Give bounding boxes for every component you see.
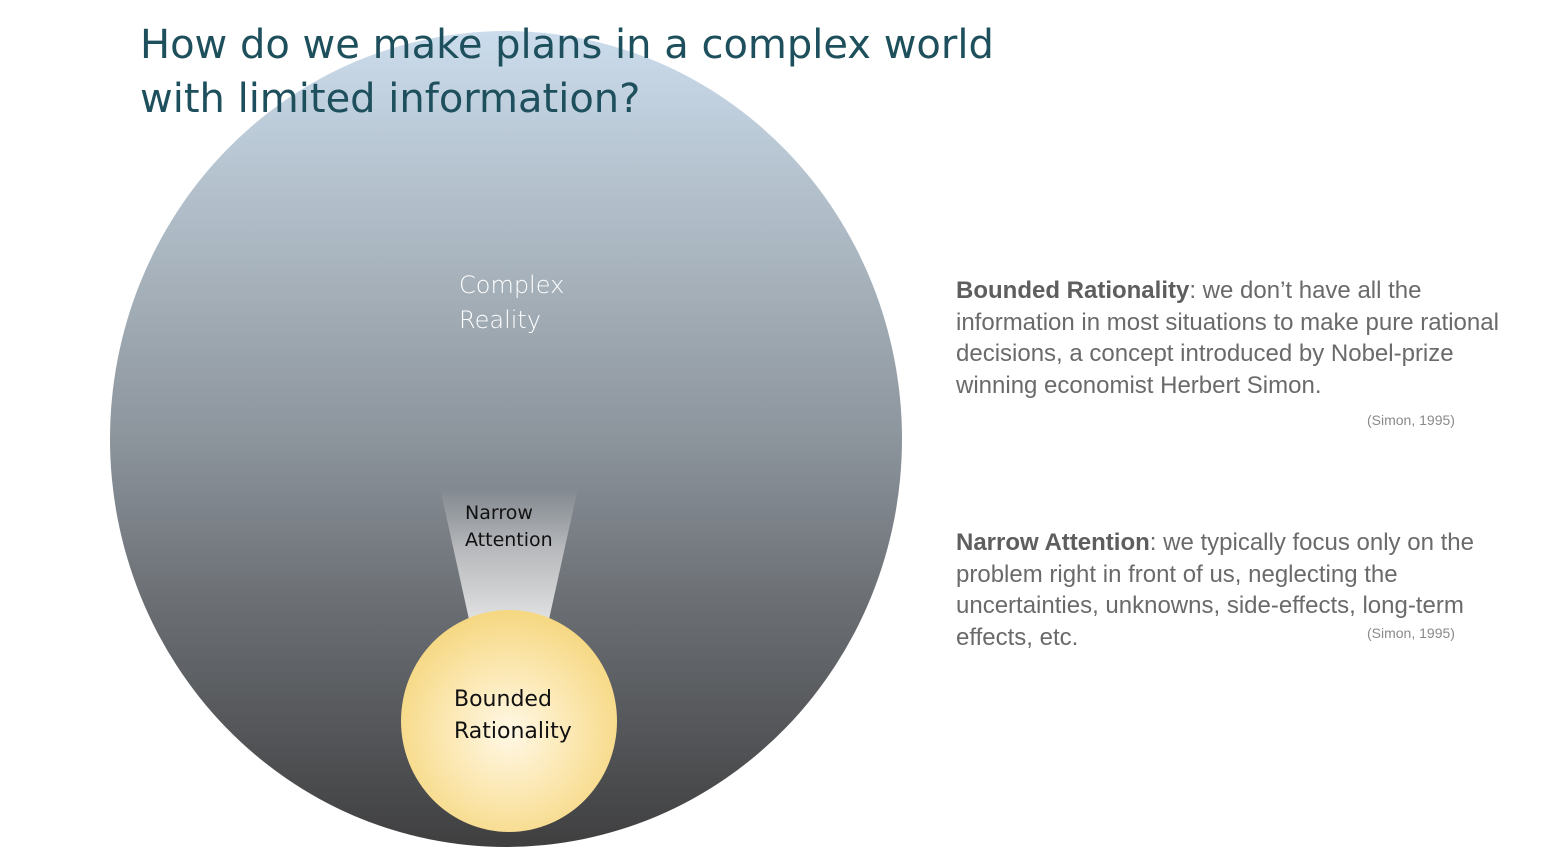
page-title: How do we make plans in a complex world … bbox=[140, 18, 1040, 126]
title-line-2: with limited information? bbox=[140, 76, 641, 122]
citation: (Simon, 1995) bbox=[1367, 625, 1455, 641]
narrow-attention-label: Narrow Attention bbox=[465, 500, 553, 554]
bounded-rationality-circle bbox=[401, 610, 617, 832]
definition-narrow-attention: Narrow Attention: we typically focus onl… bbox=[956, 527, 1536, 653]
citation: (Simon, 1995) bbox=[1367, 412, 1455, 428]
narrow-attention-label-line-2: Attention bbox=[465, 529, 553, 551]
definition-text: : we typically focus only on the problem… bbox=[956, 529, 1474, 651]
complex-reality-label-line-1: Complex bbox=[459, 271, 565, 299]
bounded-rationality-label-line-2: Rationality bbox=[454, 719, 572, 744]
bounded-rationality-label: Bounded Rationality bbox=[454, 684, 572, 748]
complex-reality-label: Complex Reality bbox=[459, 268, 564, 338]
title-line-1: How do we make plans in a complex world bbox=[140, 22, 994, 68]
complex-reality-label-line-2: Reality bbox=[459, 306, 542, 334]
definition-bounded-rationality: Bounded Rationality: we don’t have all t… bbox=[956, 275, 1536, 401]
definition-text: : we don’t have all the information in m… bbox=[956, 277, 1499, 399]
narrow-attention-label-line-1: Narrow bbox=[465, 502, 533, 524]
definition-term: Narrow Attention bbox=[956, 529, 1150, 556]
definition-term: Bounded Rationality bbox=[956, 277, 1190, 304]
bounded-rationality-label-line-1: Bounded bbox=[454, 687, 552, 712]
